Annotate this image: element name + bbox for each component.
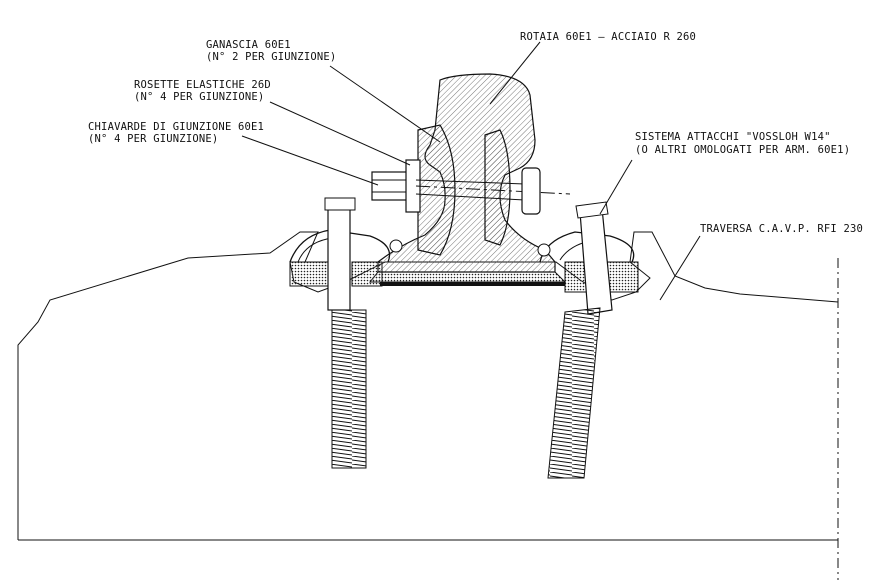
right-fastening — [537, 201, 639, 479]
rail-base-plate — [368, 271, 567, 286]
label-ganascia: GANASCIA 60E1 (N° 2 PER GIUNZIONE) — [206, 39, 336, 63]
svg-text:(N° 2 PER GIUNZIONE): (N° 2 PER GIUNZIONE) — [206, 51, 336, 63]
svg-text:(N° 4 PER GIUNZIONE): (N° 4 PER GIUNZIONE) — [88, 133, 218, 145]
svg-text:ROTAIA 60E1 — ACCIAIO R 260: ROTAIA 60E1 — ACCIAIO R 260 — [520, 31, 696, 43]
fishplates — [417, 124, 511, 256]
svg-text:CHIAVARDE DI GIUNZIONE 60E1: CHIAVARDE DI GIUNZIONE 60E1 — [88, 121, 264, 133]
svg-text:TRAVERSA C.A.V.P. RFI 230: TRAVERSA C.A.V.P. RFI 230 — [700, 223, 863, 235]
label-traversa: TRAVERSA C.A.V.P. RFI 230 — [700, 223, 863, 235]
joint-bolt — [371, 159, 571, 215]
svg-text:(O ALTRI OMOLOGATI PER ARM. 60: (O ALTRI OMOLOGATI PER ARM. 60E1) — [635, 144, 850, 156]
svg-text:(N° 4 PER GIUNZIONE): (N° 4 PER GIUNZIONE) — [134, 91, 264, 103]
label-chiavarde: CHIAVARDE DI GIUNZIONE 60E1 (N° 4 PER GI… — [88, 121, 264, 145]
label-sistema: SISTEMA ATTACCHI "VOSSLOH W14" (O ALTRI … — [635, 131, 850, 156]
svg-text:ROSETTE ELASTICHE 26D: ROSETTE ELASTICHE 26D — [134, 79, 271, 91]
svg-text:SISTEMA ATTACCHI "VOSSLOH W14": SISTEMA ATTACCHI "VOSSLOH W14" — [635, 131, 831, 143]
label-rosette: ROSETTE ELASTICHE 26D (N° 4 PER GIUNZION… — [134, 79, 271, 103]
label-rotaia: ROTAIA 60E1 — ACCIAIO R 260 — [520, 31, 696, 43]
left-fastening — [289, 197, 403, 469]
svg-text:GANASCIA 60E1: GANASCIA 60E1 — [206, 39, 291, 51]
leader-lines — [241, 41, 701, 301]
